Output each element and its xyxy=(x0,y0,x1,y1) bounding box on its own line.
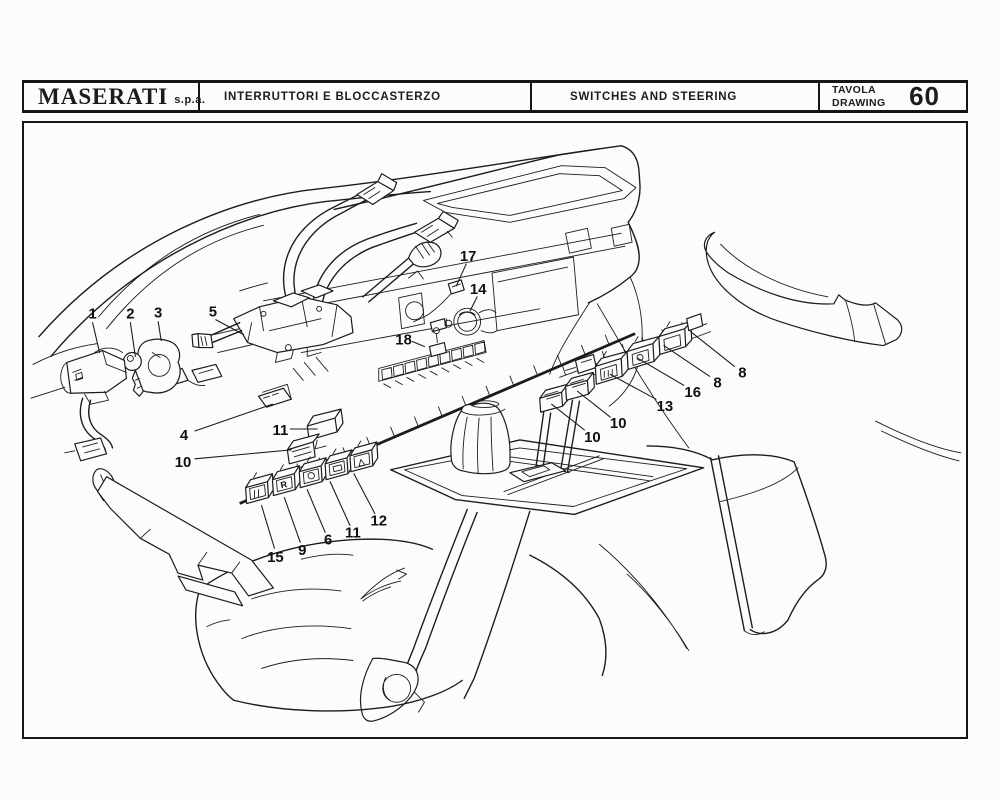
callout-10-a: 10 xyxy=(175,455,192,471)
dash-trim-piece xyxy=(703,231,903,347)
callout-17: 17 xyxy=(460,249,477,265)
drawing-frame: R △ 1 2 3 5 17 14 18 4 10 11 10 10 xyxy=(22,121,968,739)
callout-1: 1 xyxy=(88,307,96,323)
title-italian: INTERRUTTORI E BLOCCASTERZO xyxy=(200,83,532,110)
exploded-view-drawing: R △ 1 2 3 5 17 14 18 4 10 11 10 10 xyxy=(30,145,962,722)
callout-8-a: 8 xyxy=(713,375,721,391)
rocker-switch-trio xyxy=(565,313,704,385)
column-switch-assembly xyxy=(157,284,354,388)
callout-14: 14 xyxy=(470,282,487,298)
right-console xyxy=(598,420,962,652)
callout-3: 3 xyxy=(154,306,162,322)
callout-10-b: 10 xyxy=(584,430,601,446)
drawing-number-cell: TAVOLA DRAWING 60 xyxy=(820,81,966,111)
title-english: SWITCHES AND STEERING xyxy=(532,83,820,110)
console-switch-row: R △ xyxy=(245,440,379,505)
brand-logo: MASERATI xyxy=(38,84,169,109)
callout-labels: 1 2 3 5 17 14 18 4 10 11 10 10 13 16 8 8… xyxy=(88,249,746,566)
console-top xyxy=(389,400,705,516)
callout-11-a: 11 xyxy=(273,423,289,439)
callout-6: 6 xyxy=(324,532,332,548)
seat xyxy=(195,538,607,712)
title-block: MASERATI s.p.a. INTERRUTTORI E BLOCCASTE… xyxy=(22,80,968,113)
reverse-switch-glyph: R xyxy=(280,479,289,490)
callout-9: 9 xyxy=(298,543,306,559)
drawing-label: TAVOLA DRAWING xyxy=(832,84,886,109)
window-switches xyxy=(535,371,595,474)
switch-blank-row xyxy=(378,327,487,389)
drawing-number: 60 xyxy=(909,81,940,111)
callout-4: 4 xyxy=(180,428,189,444)
callout-leader-lines xyxy=(92,263,735,549)
console-front xyxy=(359,508,531,722)
brand-cell: MASERATI s.p.a. xyxy=(24,83,205,110)
brand-suffix: s.p.a. xyxy=(174,94,206,106)
small-components xyxy=(257,383,344,480)
callout-10-c: 10 xyxy=(610,416,627,432)
hazard-switch-glyph: △ xyxy=(356,456,367,468)
callout-2: 2 xyxy=(126,307,134,323)
callout-15: 15 xyxy=(267,550,284,566)
callout-8-b: 8 xyxy=(738,365,746,381)
sill-trim xyxy=(92,468,275,607)
drawing-label-line1: TAVOLA xyxy=(832,83,877,96)
callout-11-b: 11 xyxy=(345,525,361,541)
callout-18: 18 xyxy=(395,333,412,349)
callout-12: 12 xyxy=(370,513,387,529)
callout-13: 13 xyxy=(657,399,674,415)
drawing-label-line2: DRAWING xyxy=(832,96,886,109)
callout-16: 16 xyxy=(684,385,701,401)
steering-lock-group xyxy=(60,338,181,462)
dashboard xyxy=(213,145,690,449)
callout-5: 5 xyxy=(209,305,217,321)
